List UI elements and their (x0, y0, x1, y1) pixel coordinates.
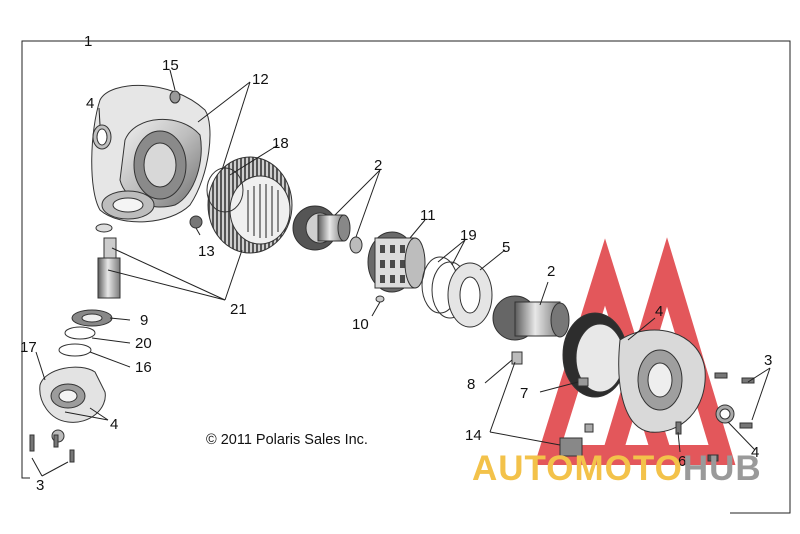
callout-18: 18 (272, 135, 289, 152)
callout-20: 20 (135, 335, 152, 352)
lower-housing (29, 366, 106, 463)
ring-gear (206, 156, 293, 254)
watermark-text: AUTOMOTOHUB (472, 449, 762, 488)
callout-11: 11 (420, 207, 436, 224)
coil-ring (562, 312, 628, 398)
callout-5: 5 (502, 239, 510, 256)
leader-lines (31, 69, 771, 477)
callout-17: 17 (20, 339, 37, 356)
callout-2-right: 2 (547, 263, 555, 280)
right-cover (618, 329, 735, 433)
upper-housing (91, 85, 211, 229)
callout-21: 21 (230, 301, 247, 318)
callout-7: 7 (520, 385, 528, 402)
callout-14: 14 (465, 427, 482, 444)
armature-plate (447, 262, 493, 328)
bearing-right (492, 295, 570, 341)
callout-16: 16 (135, 359, 152, 376)
diagram-frame (21, 40, 791, 514)
callout-13: 13 (198, 243, 215, 260)
watermark-tail: HUB (683, 449, 762, 488)
copyright-notice: © 2011 Polaris Sales Inc. (206, 432, 368, 448)
callout-1: 1 (84, 33, 92, 50)
callout-3-right: 3 (764, 352, 772, 369)
callout-4-right-top: 4 (655, 303, 663, 320)
callout-4-right-bottom: 4 (751, 444, 759, 461)
watermark-main: AUTOMOTO (472, 449, 683, 488)
bearing-center (292, 205, 363, 254)
callout-15: 15 (162, 57, 179, 74)
callout-4-top-left: 4 (86, 95, 94, 112)
callout-12: 12 (252, 71, 269, 88)
callout-19: 19 (460, 227, 477, 244)
callout-9: 9 (140, 312, 148, 329)
callout-6: 6 (678, 453, 686, 470)
callout-2-center: 2 (374, 157, 382, 174)
pinion-shaft (58, 223, 121, 357)
small-parts (375, 295, 755, 462)
housing-seal-4 (92, 124, 112, 150)
callout-10: 10 (352, 316, 369, 333)
callout-3-left: 3 (36, 477, 44, 494)
roller-cage (367, 231, 426, 293)
callout-labels: 1 15 12 4 18 2 13 11 19 5 2 21 9 10 20 1… (20, 33, 772, 494)
callout-8: 8 (467, 376, 475, 393)
callout-4-lower-left: 4 (110, 416, 118, 433)
